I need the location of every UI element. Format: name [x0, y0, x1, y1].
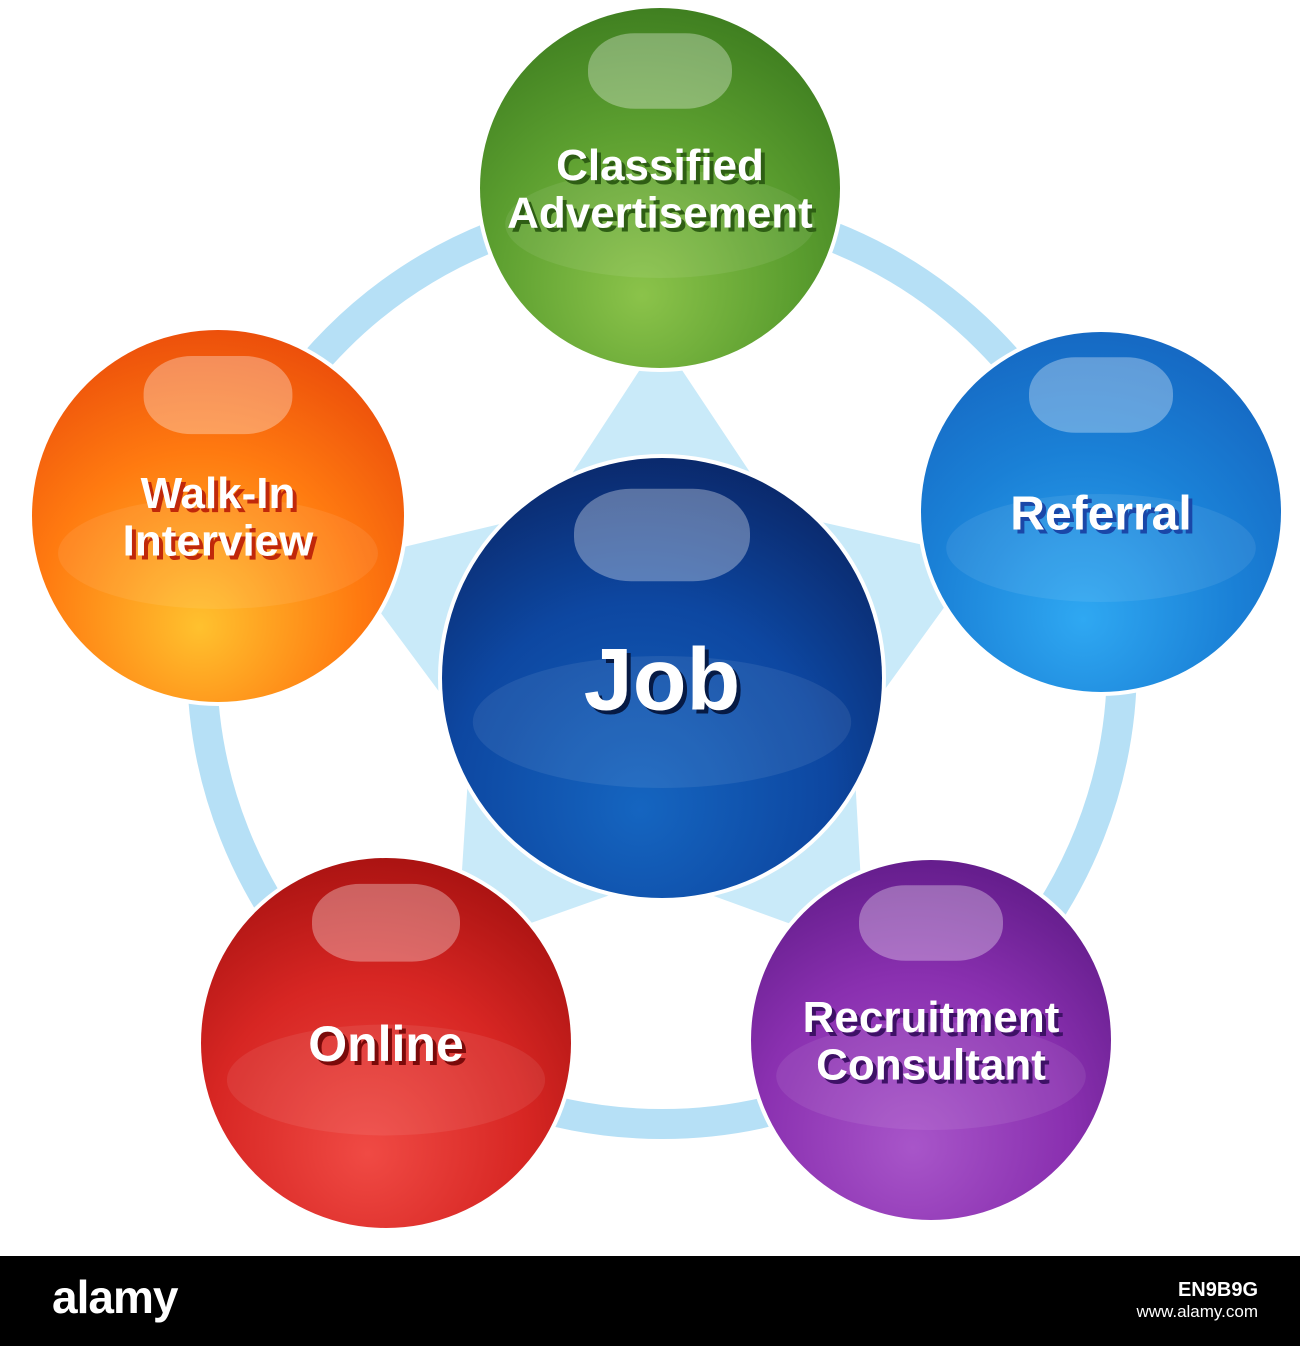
node-layer: ClassifiedClassifiedAdvertisementAdverti…: [28, 4, 1285, 1232]
node-recruitment-consultant-sphere: [751, 860, 1111, 1220]
node-online-label-shadow: Online: [312, 1020, 468, 1076]
site-url: www.alamy.com: [1136, 1302, 1258, 1321]
node-online-gloss: [312, 883, 460, 962]
image-id: EN9B9G: [1177, 1279, 1258, 1301]
node-online-reflection: [226, 1024, 546, 1136]
node-recruitment-consultant: RecruitmentRecruitmentConsultantConsulta…: [747, 856, 1115, 1224]
node-classified-advertisement-label-shadow: Classified: [560, 145, 768, 194]
node-recruitment-consultant-label-shadow: Consultant: [820, 1045, 1050, 1094]
node-recruitment-consultant-gloss: [859, 885, 1003, 961]
node-referral-reflection: [946, 494, 1256, 602]
node-referral-sphere: [921, 332, 1281, 692]
node-classified-advertisement: ClassifiedClassifiedAdvertisementAdverti…: [476, 4, 844, 372]
node-classified-advertisement-label: Advertisement: [507, 189, 813, 238]
center-node-label-shadow: Job: [588, 634, 744, 733]
node-classified-advertisement-gloss: [588, 33, 732, 109]
node-walk-in-interview-label-shadow: Walk-In: [145, 473, 300, 522]
center-node-sphere: [442, 458, 882, 898]
watermark-footer: alamy EN9B9G www.alamy.com: [0, 1256, 1300, 1346]
center-node-reflection: [472, 656, 852, 788]
node-walk-in-interview-label-shadow: Interview: [127, 521, 319, 570]
node-walk-in-interview-sphere: [32, 330, 404, 702]
node-walk-in-interview-label: Walk-In: [141, 469, 296, 518]
node-recruitment-consultant-label-shadow: Recruitment: [807, 997, 1064, 1046]
node-referral-label: Referral: [1010, 487, 1191, 540]
node-referral-gloss: [1029, 357, 1173, 433]
center-node-label: Job: [584, 630, 740, 729]
node-classified-advertisement-sphere: [480, 8, 840, 368]
job-sources-diagram: ClassifiedClassifiedAdvertisementAdverti…: [28, 4, 1285, 1232]
node-classified-advertisement-reflection: [505, 170, 815, 278]
node-referral-label-shadow: Referral: [1014, 491, 1195, 544]
node-recruitment-consultant-reflection: [776, 1022, 1086, 1130]
node-classified-advertisement-label-shadow: Advertisement: [511, 193, 817, 242]
node-recruitment-consultant-label: Recruitment: [803, 993, 1060, 1042]
node-online-sphere: [201, 858, 571, 1228]
alamy-logo: alamy: [52, 1271, 178, 1323]
image-id-block: EN9B9G www.alamy.com: [1136, 1279, 1258, 1323]
node-walk-in-interview-label: Interview: [123, 517, 315, 566]
node-walk-in-interview-gloss: [143, 356, 293, 435]
node-online-label: Online: [308, 1016, 464, 1072]
center-node-gloss: [574, 488, 750, 582]
node-walk-in-interview-reflection: [58, 497, 378, 609]
node-classified-advertisement-label: Classified: [556, 141, 764, 190]
node-recruitment-consultant-label: Consultant: [816, 1041, 1046, 1090]
